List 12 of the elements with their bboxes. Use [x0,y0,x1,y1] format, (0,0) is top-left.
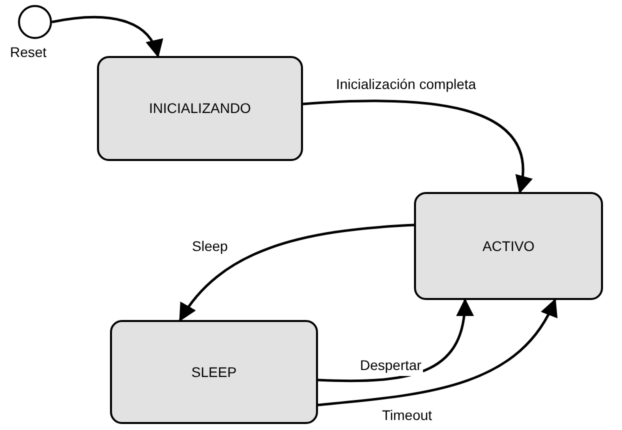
state-box [97,56,303,161]
state-label: ACTIVO [482,236,535,256]
state-caption: Reset [10,43,47,62]
state-label: SLEEP [191,362,237,382]
transition-arrow [52,16,162,58]
transition-arrow [318,298,556,406]
transition-arrow [179,224,414,322]
state-label: INICIALIZANDO [149,99,251,118]
state-box [110,320,318,424]
transition-arrow [318,298,474,382]
transition-arrow [302,100,532,194]
state-box [414,192,603,300]
